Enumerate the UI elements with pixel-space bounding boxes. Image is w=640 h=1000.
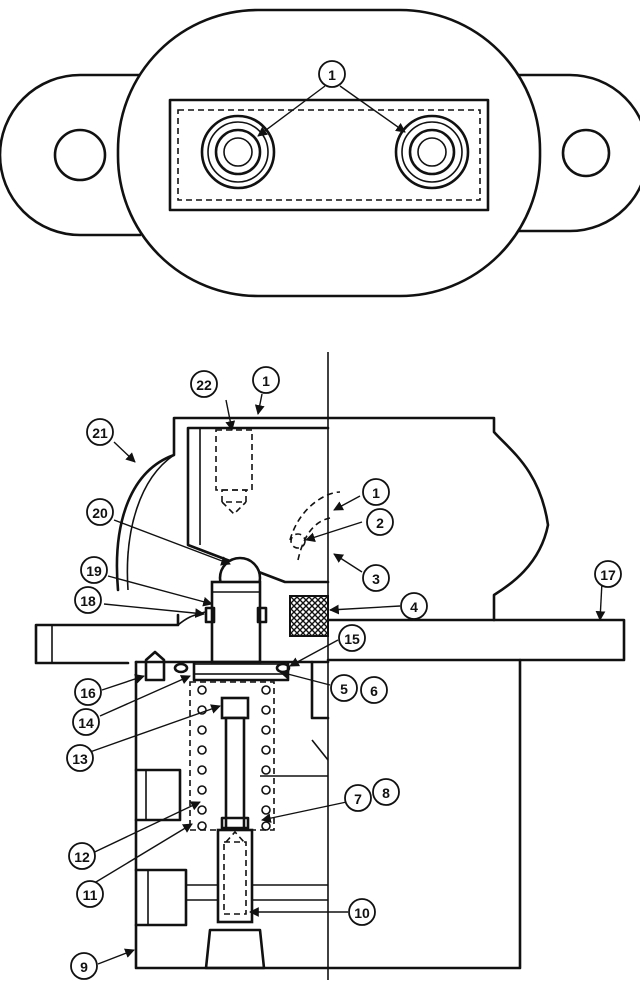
cam-pin [290, 533, 306, 549]
svg-text:5: 5 [340, 681, 348, 697]
lower-shaft [204, 828, 266, 970]
cover-gasket-outline [177, 109, 481, 201]
lower-housing [134, 658, 522, 970]
cover-plate [168, 98, 490, 212]
callout-13: 13 [66, 744, 94, 772]
svg-text:16: 16 [80, 685, 96, 701]
left-mounting-ear [0, 73, 142, 237]
right-mounting-hole [561, 128, 611, 178]
seal-pad [289, 595, 329, 637]
svg-text:14: 14 [78, 715, 94, 731]
left-mounting-hole [53, 128, 107, 182]
top-view: 1 [0, 8, 640, 298]
svg-text:1: 1 [372, 485, 380, 501]
callout-5: 5 [330, 674, 358, 702]
callout-4: 4 [400, 592, 428, 620]
cover-screw-left [200, 114, 276, 190]
svg-text:11: 11 [83, 887, 98, 903]
callout-1-top: 1 [318, 60, 346, 88]
callout-20: 20 [86, 498, 114, 526]
svg-text:10: 10 [354, 905, 370, 921]
callout-18: 18 [74, 586, 102, 614]
callout-8: 8 [372, 778, 400, 806]
callout-9: 9 [70, 952, 98, 980]
callout-12: 12 [68, 842, 96, 870]
callout-7: 7 [344, 784, 372, 812]
svg-text:17: 17 [600, 567, 616, 583]
right-mounting-ear [508, 73, 640, 233]
callout-21: 21 [86, 418, 114, 446]
upper-housing-inner-wall [126, 454, 175, 591]
cam-lobe-outline [289, 491, 341, 541]
callout-1-section-cam: 1 [362, 478, 390, 506]
svg-text:6: 6 [370, 683, 378, 699]
callout-19: 19 [80, 556, 108, 584]
roller-plunger [204, 556, 268, 664]
svg-text:13: 13 [72, 751, 88, 767]
callout-11: 11 [76, 880, 104, 908]
callout-1-section-top: 1 [252, 366, 280, 394]
svg-text:1: 1 [262, 373, 270, 389]
svg-text:2: 2 [376, 515, 384, 531]
svg-text:8: 8 [382, 785, 390, 801]
svg-text:12: 12 [74, 849, 90, 865]
callout-6: 6 [360, 676, 388, 704]
callout-16: 16 [74, 678, 102, 706]
oval-body [116, 8, 542, 298]
plunger-stem [220, 696, 250, 832]
callout-2: 2 [366, 508, 394, 536]
callout-17: 17 [594, 560, 622, 588]
callout-14: 14 [72, 708, 100, 736]
svg-text:7: 7 [354, 791, 362, 807]
upper-housing [115, 416, 550, 622]
svg-text:3: 3 [372, 571, 380, 587]
svg-text:18: 18 [80, 593, 96, 609]
section-view: 22 1 21 1 2 20 3 19 17 18 4 15 5 6 16 14… [34, 352, 626, 980]
svg-text:15: 15 [344, 631, 360, 647]
svg-text:19: 19 [86, 563, 102, 579]
svg-text:4: 4 [410, 599, 418, 615]
svg-text:9: 9 [80, 959, 88, 975]
svg-text:22: 22 [196, 377, 212, 393]
dowel-pin [144, 650, 166, 682]
return-spring [197, 685, 271, 831]
callout-10: 10 [348, 898, 376, 926]
cap-screw [215, 429, 253, 516]
svg-text:21: 21 [92, 425, 108, 441]
svg-text:20: 20 [92, 505, 108, 521]
callout-15: 15 [338, 624, 366, 652]
callout-22: 22 [190, 370, 218, 398]
cover-screw-right [394, 114, 470, 190]
mounting-flange [34, 613, 626, 665]
cam-block [186, 426, 330, 584]
callout-3: 3 [362, 564, 390, 592]
svg-text:1: 1 [328, 67, 336, 83]
